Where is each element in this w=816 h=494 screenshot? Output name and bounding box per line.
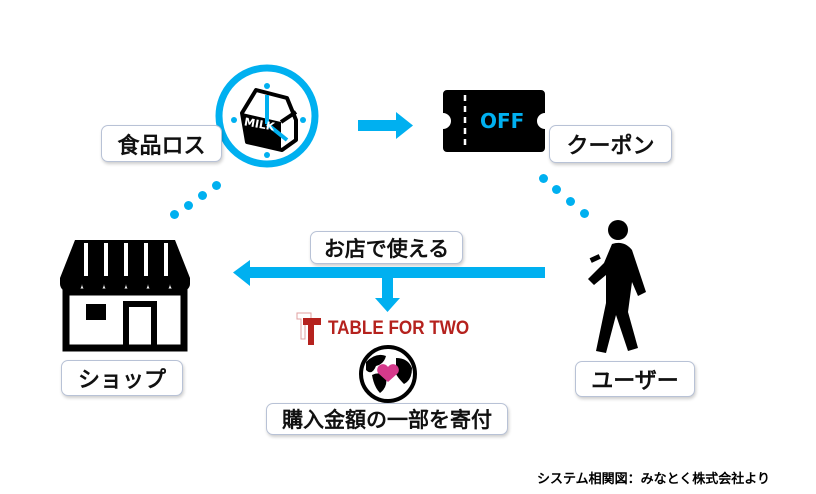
donation-label: 購入金額の一部を寄付 (266, 403, 508, 435)
coupon-off-text: OFF (480, 109, 525, 133)
coupon-label: クーポン (549, 125, 672, 163)
shop-label: ショップ (61, 360, 183, 396)
table-for-two-text: TABLE FOR TWO (328, 318, 470, 339)
user-label: ユーザー (575, 361, 695, 397)
caption: システム相関図：みなとく株式会社より (537, 472, 770, 487)
usable-at-store-label: お店で使える (310, 231, 463, 264)
food-loss-label: 食品ロス (101, 125, 222, 162)
